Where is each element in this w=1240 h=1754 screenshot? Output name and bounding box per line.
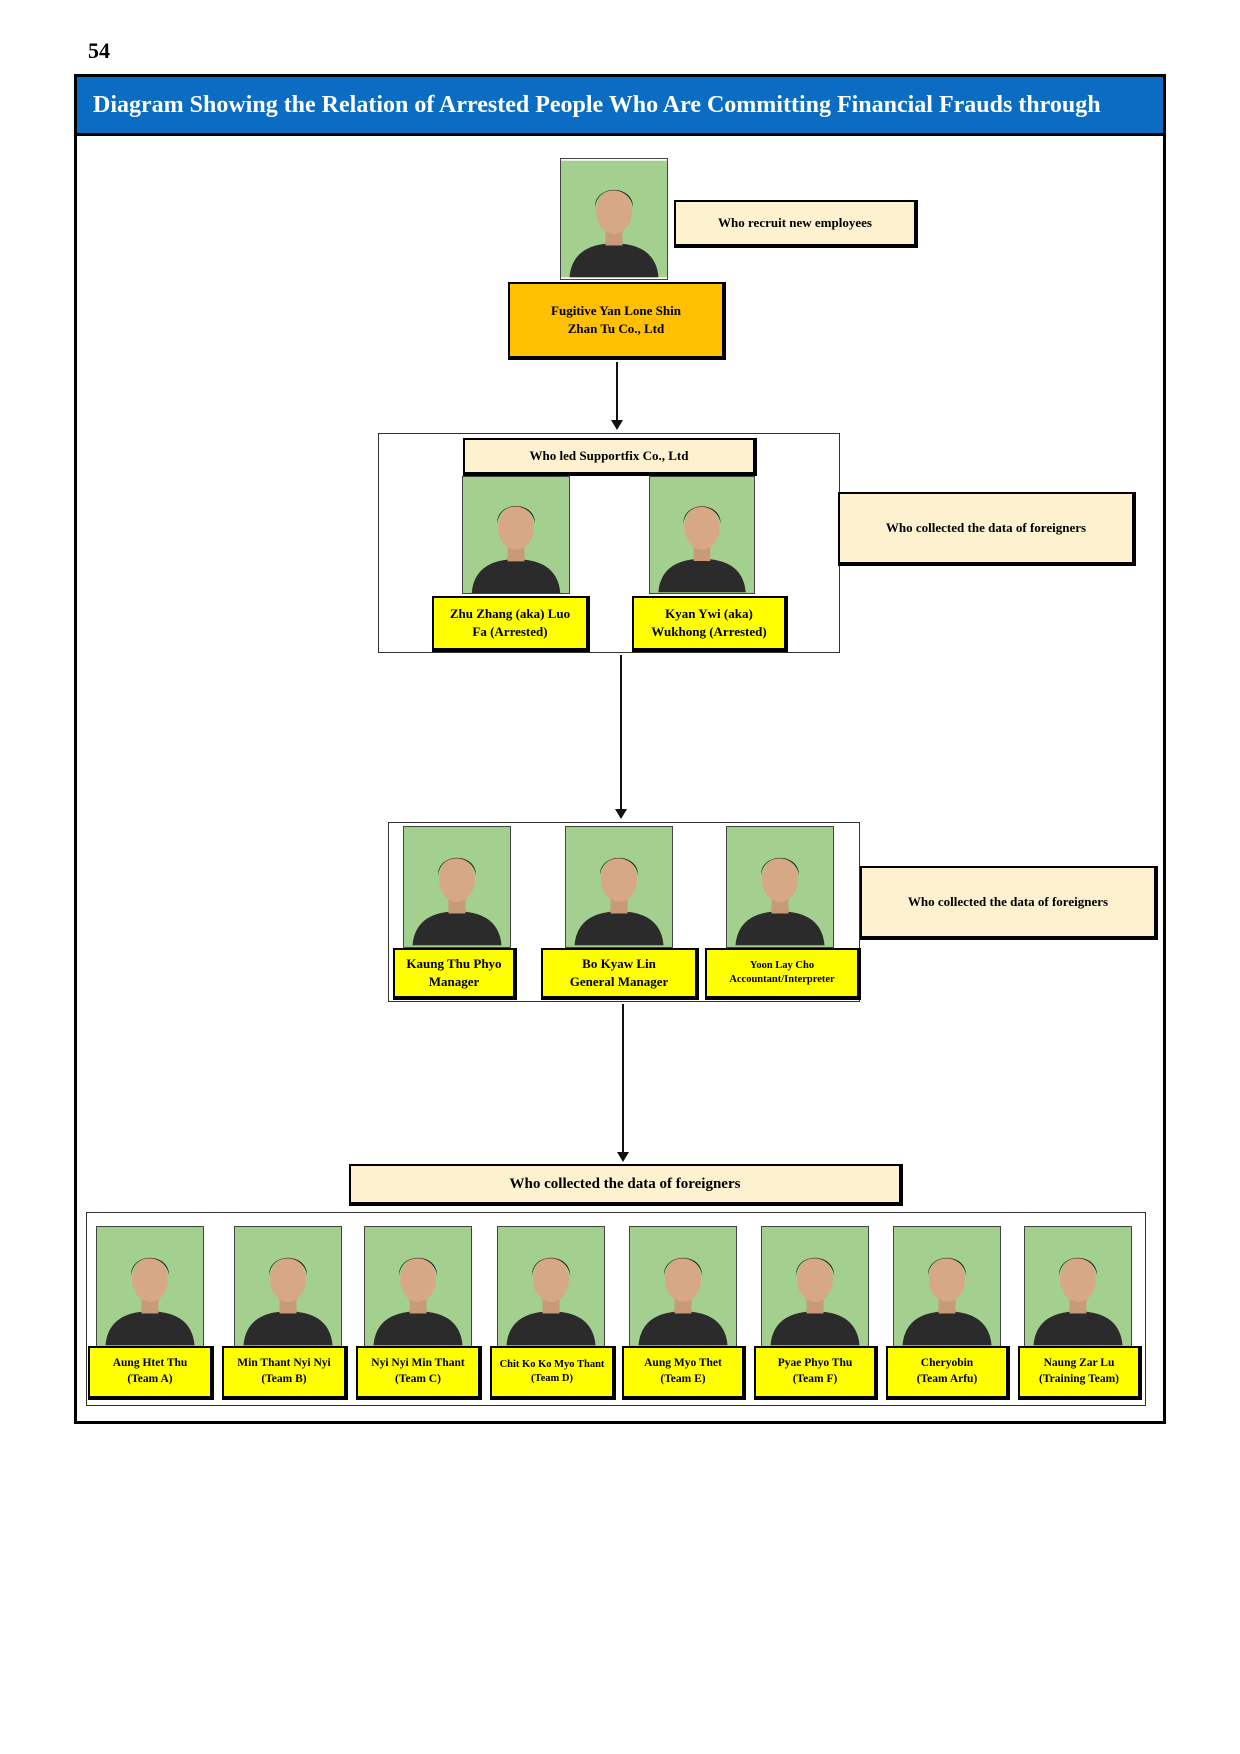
name-label-team-member: Cheryobin (Team Arfu) xyxy=(886,1346,1010,1400)
person-icon xyxy=(498,1227,604,1347)
name-line: Aung Myo Thet xyxy=(644,1357,722,1370)
role-line: Wukhong (Arrested) xyxy=(651,624,767,639)
role-note-collect-1: Who collected the data of foreigners xyxy=(838,492,1136,566)
name-label-kaung-thu-phyo: Kaung Thu Phyo Manager xyxy=(393,948,517,1000)
name-line: Yoon Lay Cho xyxy=(749,959,815,971)
person-icon xyxy=(762,1227,868,1347)
name-line: Bo Kyaw Lin xyxy=(582,956,656,972)
name-label-team-member: Chit Ko Ko Myo Thant (Team D) xyxy=(490,1346,616,1400)
person-icon xyxy=(235,1227,341,1347)
portrait-photo-bo-kyaw-lin xyxy=(565,826,673,948)
person-icon xyxy=(727,827,833,947)
team-line: (Team B) xyxy=(261,1373,307,1385)
portrait-photo-team-member xyxy=(96,1226,204,1348)
name-line: Aung Htet Thu xyxy=(112,1357,188,1370)
name-line: Fugitive Yan Lone Shin xyxy=(551,303,681,319)
person-icon xyxy=(365,1227,471,1347)
connector-arrow xyxy=(617,1004,629,1162)
role-line: Accountant/Interpreter xyxy=(729,974,835,985)
portrait-photo-team-member xyxy=(234,1226,342,1348)
portrait-photo-team-member xyxy=(1024,1226,1132,1348)
name-line: Nyi Nyi Min Thant xyxy=(371,1357,465,1370)
team-line: (Team Arfu) xyxy=(916,1373,978,1385)
name-label-team-member: Pyae Phyo Thu (Team F) xyxy=(754,1346,878,1400)
name-label-team-member: Aung Myo Thet (Team E) xyxy=(622,1346,746,1400)
name-line: Kyan Ywi (aka) xyxy=(665,606,753,622)
team-line: (Team C) xyxy=(395,1373,441,1385)
portrait-photo-yoon-lay-cho xyxy=(726,826,834,948)
name-label-kyan-ywi: Kyan Ywi (aka) Wukhong (Arrested) xyxy=(632,596,788,652)
role-line: Fa (Arrested) xyxy=(472,624,548,639)
portrait-photo-yan-lone-shin xyxy=(560,158,668,280)
name-label-yoon-lay-cho: Yoon Lay Cho Accountant/Interpreter xyxy=(705,948,861,1000)
portrait-photo-team-member xyxy=(497,1226,605,1348)
portrait-photo-kyan-ywi xyxy=(649,476,755,594)
name-label-team-member: Min Thant Nyi Nyi (Team B) xyxy=(222,1346,348,1400)
role-line: Manager xyxy=(428,974,480,989)
team-line: (Team A) xyxy=(127,1373,173,1385)
portrait-photo-team-member xyxy=(761,1226,869,1348)
portrait-photo-zhu-zhang xyxy=(462,476,570,594)
connector-arrow xyxy=(615,655,627,819)
role-note-recruit: Who recruit new employees xyxy=(674,200,918,248)
name-line: Cheryobin xyxy=(920,1357,974,1370)
name-line: Zhu Zhang (aka) Luo xyxy=(449,606,571,622)
group-header-teams: Who collected the data of foreigners xyxy=(349,1164,903,1206)
person-icon xyxy=(561,159,667,279)
person-icon xyxy=(630,1227,736,1347)
name-label-bo-kyaw-lin: Bo Kyaw Lin General Manager xyxy=(541,948,699,1000)
person-icon xyxy=(566,827,672,947)
name-line: Pyae Phyo Thu xyxy=(777,1357,853,1370)
team-line: (Team E) xyxy=(660,1373,706,1385)
portrait-photo-team-member xyxy=(893,1226,1001,1348)
person-icon xyxy=(404,827,510,947)
connector-arrow xyxy=(611,362,623,430)
role-line: General Manager xyxy=(569,974,669,989)
group-header-supportfix: Who led Supportfix Co., Ltd xyxy=(463,438,757,476)
team-line: (Team D) xyxy=(531,1373,573,1384)
team-line: (Team F) xyxy=(792,1373,838,1385)
name-label-team-member: Nyi Nyi Min Thant (Team C) xyxy=(356,1346,482,1400)
portrait-photo-team-member xyxy=(629,1226,737,1348)
name-line: Kaung Thu Phyo xyxy=(406,956,502,972)
name-label-yan-lone-shin: Fugitive Yan Lone Shin Zhan Tu Co., Ltd xyxy=(508,282,726,360)
person-icon xyxy=(650,477,754,593)
name-line: Chit Ko Ko Myo Thant xyxy=(499,1358,605,1370)
role-note-collect-2: Who collected the data of foreigners xyxy=(860,866,1158,940)
portrait-photo-kaung-thu-phyo xyxy=(403,826,511,948)
person-icon xyxy=(894,1227,1000,1347)
page-number: 54 xyxy=(88,38,110,63)
name-label-zhu-zhang: Zhu Zhang (aka) Luo Fa (Arrested) xyxy=(432,596,590,652)
org-line: Zhan Tu Co., Ltd xyxy=(567,321,665,336)
team-line: (Training Team) xyxy=(1039,1373,1119,1385)
name-label-team-member: Naung Zar Lu (Training Team) xyxy=(1018,1346,1142,1400)
diagram-title: Diagram Showing the Relation of Arrested… xyxy=(74,74,1166,136)
person-icon xyxy=(1025,1227,1131,1347)
name-line: Min Thant Nyi Nyi xyxy=(237,1357,331,1370)
person-icon xyxy=(463,477,569,593)
name-label-team-member: Aung Htet Thu (Team A) xyxy=(88,1346,214,1400)
portrait-photo-team-member xyxy=(364,1226,472,1348)
name-line: Naung Zar Lu xyxy=(1043,1357,1115,1370)
person-icon xyxy=(97,1227,203,1347)
